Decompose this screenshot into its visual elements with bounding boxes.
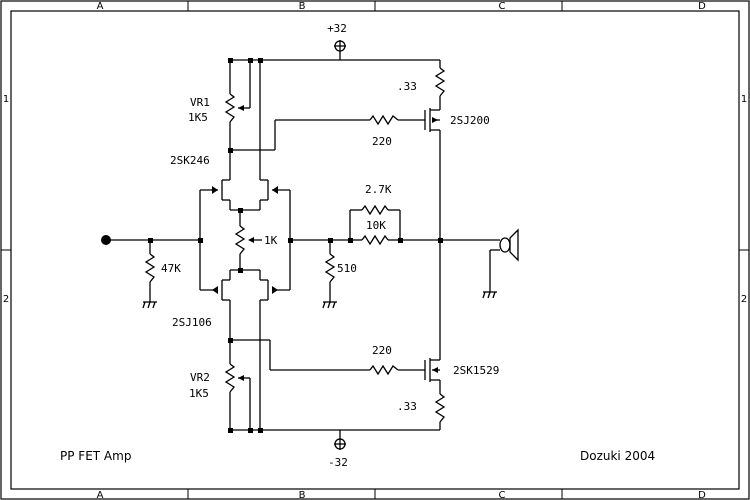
resistor-vr2: [224, 363, 244, 393]
vr1-name: VR1: [190, 96, 210, 109]
resistor-balance-1k: [234, 225, 254, 255]
input-resistor-label: 47K: [161, 262, 181, 275]
mosfet-upper-output: [424, 108, 440, 132]
resistor-feedback-b: [361, 234, 389, 246]
resistor-shunt-510: [324, 253, 336, 283]
gate-lower-label: 220: [372, 344, 392, 357]
zone-row-1-left: 1: [3, 94, 9, 105]
source-upper-label: .33: [397, 80, 417, 93]
resistor-gate-upper: [369, 114, 399, 126]
negative-supply-terminal: [334, 438, 346, 450]
input-terminal: [101, 235, 111, 245]
zone-row-1-right: 1: [741, 94, 747, 105]
zone-col-b-top: B: [299, 1, 306, 12]
resistor-vr1: [224, 93, 244, 123]
vr1-value: 1K5: [188, 111, 208, 124]
upper-diff-left-arrow: [212, 186, 218, 194]
vr2-name: VR2: [190, 371, 210, 384]
resistor-input-47k: [144, 253, 156, 283]
schematic-title: PP FET Amp: [60, 449, 131, 463]
feedback-a-label: 2.7K: [365, 183, 392, 196]
vr2-value: 1K5: [189, 387, 209, 400]
resistor-gate-lower: [369, 364, 399, 376]
lower-diff-right-arrow: [272, 286, 278, 294]
feedback-b-label: 10K: [366, 219, 386, 232]
resistor-feedback-a: [361, 204, 389, 216]
ground-shunt: [322, 301, 337, 309]
resistor-source-upper: [434, 67, 446, 97]
schematic-author: Dozuki 2004: [580, 449, 655, 463]
upper-diff-label: 2SK246: [170, 154, 210, 167]
zone-col-a-top: A: [97, 1, 104, 12]
upper-diff-right-arrow: [272, 186, 278, 194]
positive-supply-terminal: [334, 40, 346, 52]
ground-input: [142, 301, 157, 309]
gate-upper-label: 220: [372, 135, 392, 148]
inner-border: [10, 10, 740, 490]
positive-supply-label: +32: [327, 22, 347, 35]
zone-col-c-top: C: [499, 1, 506, 12]
zone-col-d-top: D: [698, 1, 706, 12]
zone-row-2-right: 2: [741, 294, 747, 305]
zone-col-b-bottom: B: [299, 490, 306, 500]
wires: [106, 51, 500, 439]
lower-output-label: 2SK1529: [453, 364, 499, 377]
balance-resistor-label: 1K: [264, 234, 278, 247]
shunt-resistor-label: 510: [337, 262, 357, 275]
zone-row-2-left: 2: [3, 294, 9, 305]
zone-col-c-bottom: C: [499, 490, 506, 500]
resistor-source-lower: [434, 393, 446, 423]
speaker-icon: [499, 228, 519, 262]
source-lower-label: .33: [397, 400, 417, 413]
ground-speaker: [482, 291, 497, 299]
negative-supply-label: -32: [328, 456, 348, 469]
upper-output-label: 2SJ200: [450, 114, 490, 127]
junction-dots: [148, 58, 443, 433]
lower-diff-left-arrow: [212, 286, 218, 294]
mosfet-lower-output: [424, 350, 441, 382]
lower-diff-label: 2SJ106: [172, 316, 212, 329]
zone-col-d-bottom: D: [698, 490, 706, 500]
zone-col-a-bottom: A: [97, 490, 104, 500]
